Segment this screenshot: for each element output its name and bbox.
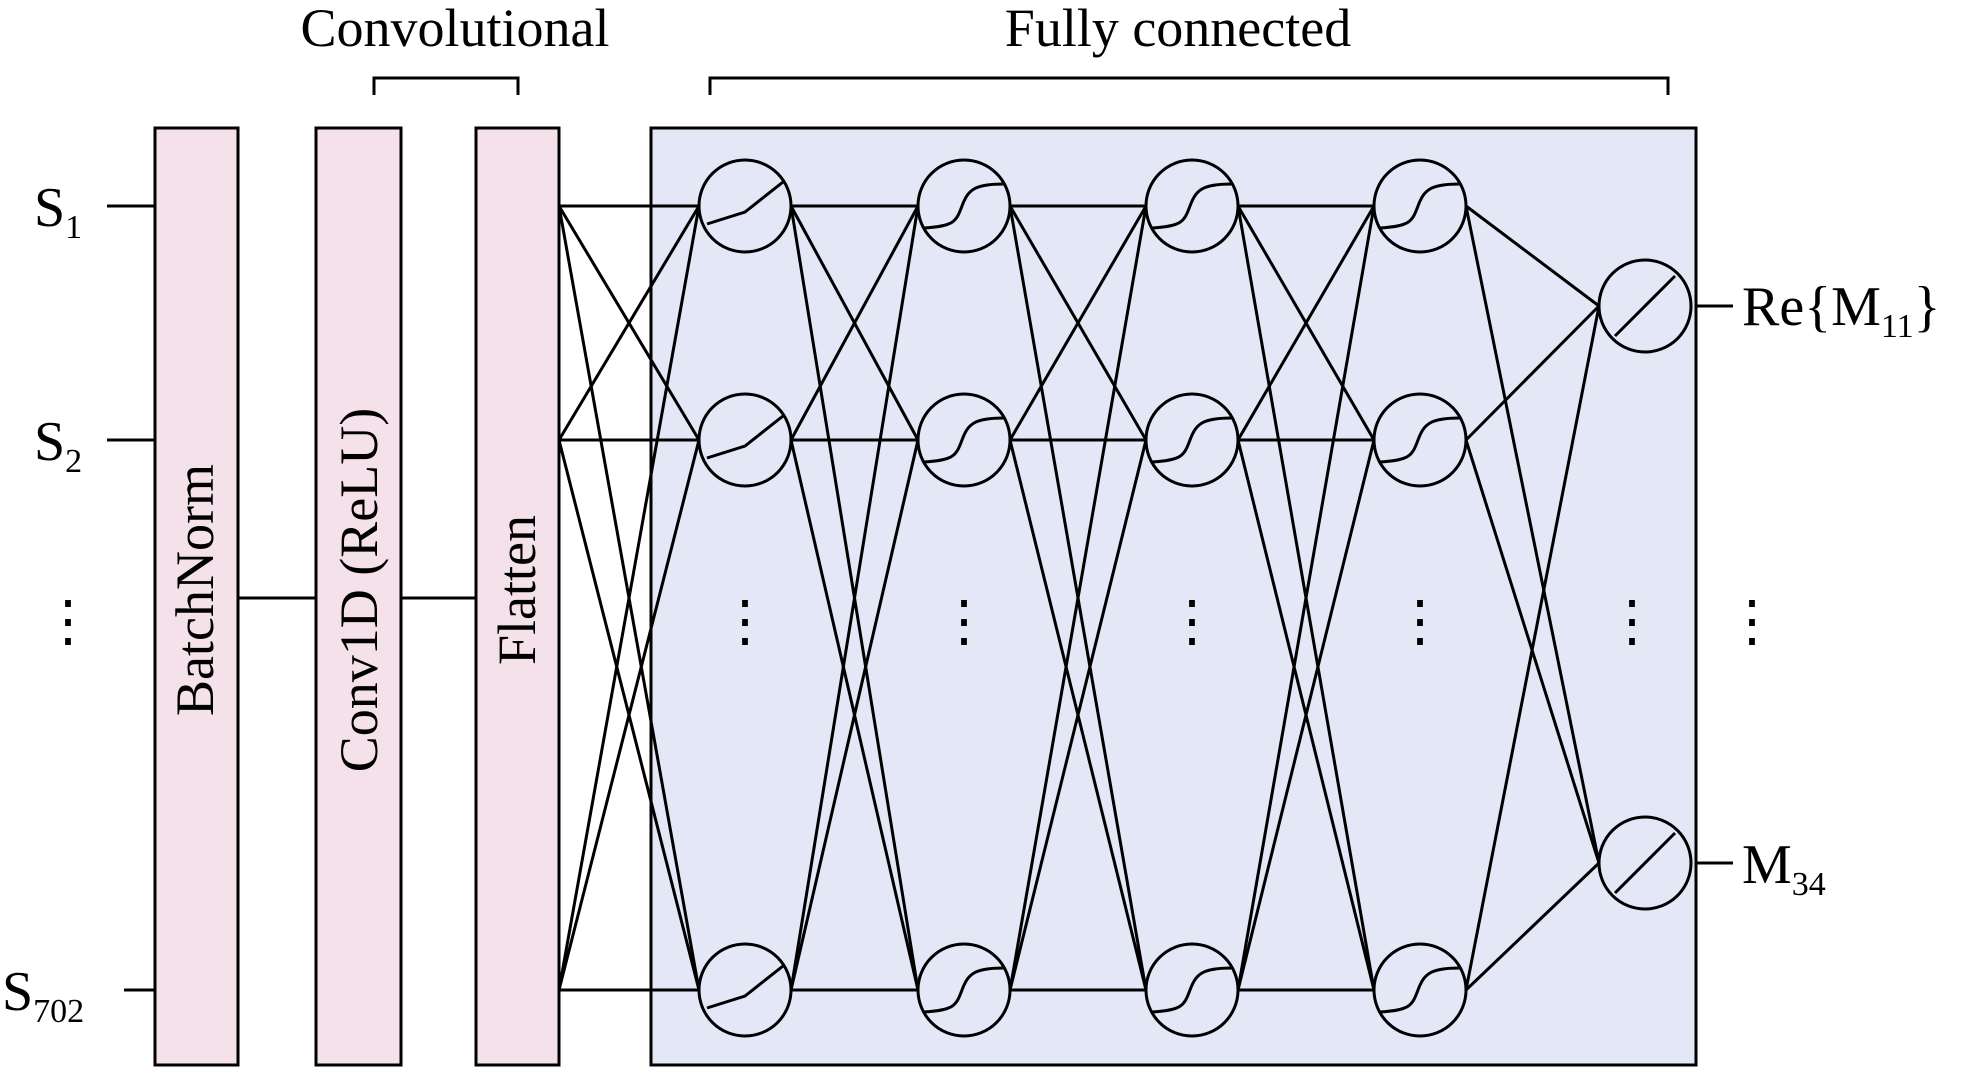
sigmoid-activation-icon xyxy=(1151,182,1233,230)
edge-layer2-to-layer3 xyxy=(1008,205,1148,991)
edge-layer3-to-layer4 xyxy=(1236,205,1376,991)
edge-layer3-to-layer4 xyxy=(1236,205,1376,441)
edge-layer1-to-layer2 xyxy=(789,439,920,991)
fully-connected-heading: Fully connected xyxy=(1005,0,1351,58)
sigmoid-activation-icon xyxy=(1379,966,1461,1014)
sigmoid-activation-icon xyxy=(1379,416,1461,464)
sigmoid-activation-icon xyxy=(1151,966,1233,1014)
edge-layer4-to-output xyxy=(1464,304,1601,442)
edge-layer4-to-output xyxy=(1464,305,1601,991)
neuron-layer1-2 xyxy=(697,392,793,488)
edge-layer3-to-layer4 xyxy=(1236,439,1376,991)
layer1-ellipsis: ⋮ xyxy=(717,591,773,653)
sigmoid-activation-icon xyxy=(923,182,1005,230)
linear-activation-icon xyxy=(1613,274,1677,338)
input-ellipsis: ⋮ xyxy=(40,591,96,653)
conv1d-label: Conv1D (ReLU) xyxy=(329,408,389,772)
relu-activation-icon xyxy=(706,180,784,226)
edge-layer2-to-layer3 xyxy=(1008,439,1148,991)
relu-activation-icon xyxy=(706,964,784,1010)
edge-flatten-to-layer1 xyxy=(557,205,701,441)
batchnorm-label: BatchNorm xyxy=(165,464,225,716)
sigmoid-activation-icon xyxy=(923,966,1005,1014)
output-label-m34: M34 xyxy=(1742,834,1826,903)
layer4-ellipsis: ⋮ xyxy=(1392,591,1448,653)
batchnorm-block xyxy=(153,126,240,1067)
layer3-ellipsis: ⋮ xyxy=(1164,591,1220,653)
flatten-block xyxy=(474,126,561,1067)
neurons xyxy=(697,158,1693,1038)
output-label-re-m11: Re{M11} xyxy=(1742,276,1941,345)
neuron-layer4-3 xyxy=(1372,942,1468,1038)
layer2-ellipsis: ⋮ xyxy=(936,591,992,653)
neuron-layer1-3 xyxy=(697,942,793,1038)
sigmoid-activation-icon xyxy=(1151,416,1233,464)
linear-activation-icon xyxy=(1613,831,1677,895)
input-label-s2: S2 xyxy=(34,411,82,480)
network-edges xyxy=(557,204,1601,992)
edge-layer4-to-output xyxy=(1464,205,1601,864)
neuron-layer2-1 xyxy=(916,158,1012,254)
neuron-layer3-1 xyxy=(1144,158,1240,254)
output-neuron-1 xyxy=(1597,258,1693,354)
neuron-layer3-3 xyxy=(1144,942,1240,1038)
output-neuron-2 xyxy=(1597,815,1693,911)
edge-layer2-to-layer3 xyxy=(1008,205,1148,441)
neuron-layer2-2 xyxy=(916,392,1012,488)
edge-layer4-to-output xyxy=(1465,204,1600,308)
output-layer-ellipsis: ⋮ xyxy=(1604,591,1660,653)
column-ellipses: ⋮ ⋮ ⋮ ⋮ ⋮ ⋮ xyxy=(717,591,1780,653)
sigmoid-activation-icon xyxy=(923,416,1005,464)
conv1d-block xyxy=(314,126,403,1067)
neuron-layer3-2 xyxy=(1144,392,1240,488)
edge-flatten-to-layer1 xyxy=(557,439,701,991)
convolutional-heading: Convolutional xyxy=(301,0,610,58)
neuron-layer4-1 xyxy=(1372,158,1468,254)
input-label-s1: S1 xyxy=(34,177,82,246)
neuron-layer2-3 xyxy=(916,942,1012,1038)
edge-flatten-to-layer1 xyxy=(557,205,701,991)
edge-layer1-to-layer2 xyxy=(789,205,920,441)
output-label-ellipsis: ⋮ xyxy=(1724,591,1780,653)
fully-connected-panel xyxy=(649,126,1698,1067)
neuron-layer1-1 xyxy=(697,158,793,254)
fully-connected-bracket xyxy=(708,76,1670,95)
sigmoid-activation-icon xyxy=(1379,182,1461,230)
input-label-s702: S702 xyxy=(2,961,84,1030)
edge-layer4-to-output xyxy=(1464,861,1601,992)
convolutional-bracket xyxy=(372,76,520,95)
relu-activation-icon xyxy=(706,414,784,460)
neuron-layer4-2 xyxy=(1372,392,1468,488)
edge-layer1-to-layer2 xyxy=(789,205,920,991)
flatten-label: Flatten xyxy=(487,515,547,665)
